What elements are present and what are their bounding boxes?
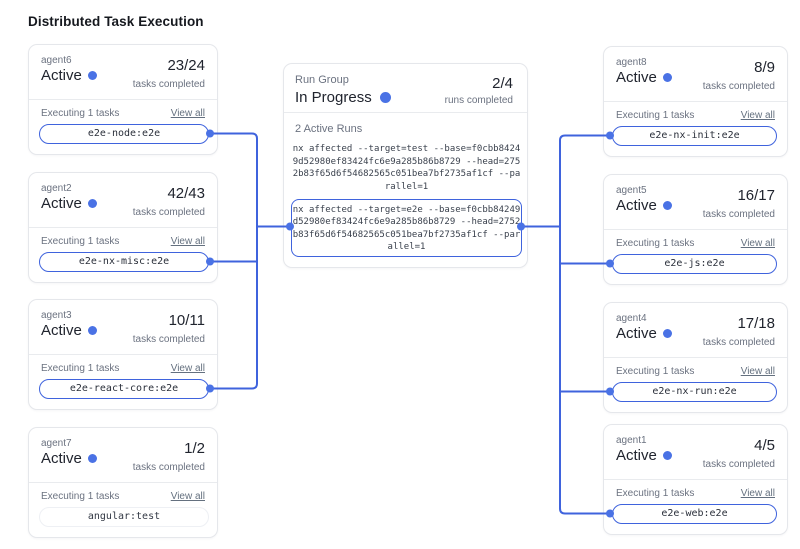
run-group-card: Run Group In Progress 2/4 runs completed… [283, 63, 528, 268]
tasks-count-caption: tasks completed [132, 462, 205, 473]
card-divider [604, 357, 787, 358]
view-all-link[interactable]: View all [740, 366, 775, 377]
executing-label: Executing 1 tasks [41, 491, 120, 502]
view-all-link[interactable]: View all [740, 110, 775, 121]
executing-label: Executing 1 tasks [41, 108, 120, 119]
tasks-count: 17/18 [737, 315, 775, 332]
run-command-e2e-highlighted[interactable]: nx affected --target=e2e --base=f0cbb842… [291, 199, 522, 257]
active-runs-label: 2 Active Runs [295, 123, 363, 135]
agent-name: agent8 [616, 57, 647, 68]
active-status-dot-icon [87, 198, 97, 208]
tasks-count: 23/24 [167, 57, 205, 74]
active-status-dot-icon [662, 72, 672, 82]
agent-card-agent5: agent5 Active 16/17 tasks completed Exec… [603, 174, 788, 285]
runs-count-caption: runs completed [444, 95, 513, 106]
agent-status: Active [616, 69, 672, 86]
runs-count: 2/4 [492, 75, 513, 92]
card-divider [29, 99, 217, 100]
tasks-count: 8/9 [754, 59, 775, 76]
card-divider [29, 354, 217, 355]
in-progress-status-dot-icon [379, 91, 391, 103]
run-command-test[interactable]: nx affected --target=test --base=f0cbb84… [292, 144, 521, 192]
agent-name: agent3 [41, 310, 72, 321]
tasks-count-caption: tasks completed [702, 81, 775, 92]
view-all-link[interactable]: View all [170, 108, 205, 119]
view-all-link[interactable]: View all [170, 491, 205, 502]
task-pill[interactable]: e2e-nx-init:e2e [612, 126, 777, 146]
card-divider [604, 101, 787, 102]
tasks-count: 16/17 [737, 187, 775, 204]
active-status-dot-icon [662, 200, 672, 210]
agent-status: Active [616, 447, 672, 464]
agent-card-agent2: agent2 Active 42/43 tasks completed Exec… [28, 172, 218, 283]
tasks-count-caption: tasks completed [132, 79, 205, 90]
run-group-label: Run Group [295, 74, 349, 86]
task-pill[interactable]: e2e-nx-misc:e2e [39, 252, 209, 272]
agent-card-agent4: agent4 Active 17/18 tasks completed Exec… [603, 302, 788, 413]
agent-name: agent7 [41, 438, 72, 449]
agent-status: Active [41, 450, 97, 467]
view-all-link[interactable]: View all [170, 236, 205, 247]
agent-card-agent8: agent8 Active 8/9 tasks completed Execut… [603, 46, 788, 157]
executing-label: Executing 1 tasks [616, 110, 695, 121]
tasks-count: 4/5 [754, 437, 775, 454]
executing-label: Executing 1 tasks [616, 488, 695, 499]
executing-label: Executing 1 tasks [41, 236, 120, 247]
executing-label: Executing 1 tasks [616, 366, 695, 377]
task-pill[interactable]: e2e-nx-run:e2e [612, 382, 777, 402]
card-divider [29, 482, 217, 483]
card-divider [284, 112, 527, 113]
agent-card-agent7: agent7 Active 1/2 tasks completed Execut… [28, 427, 218, 538]
executing-label: Executing 1 tasks [616, 238, 695, 249]
card-divider [29, 227, 217, 228]
run-group-status: In Progress [295, 89, 391, 106]
card-divider [604, 229, 787, 230]
agent-card-agent1: agent1 Active 4/5 tasks completed Execut… [603, 424, 788, 535]
agent-status: Active [616, 325, 672, 342]
tasks-count-caption: tasks completed [702, 459, 775, 470]
view-all-link[interactable]: View all [170, 363, 205, 374]
task-pill[interactable]: e2e-web:e2e [612, 504, 777, 524]
task-pill[interactable]: angular:test [39, 507, 209, 527]
tasks-count: 1/2 [184, 440, 205, 457]
agent-status: Active [41, 195, 97, 212]
tasks-count: 42/43 [167, 185, 205, 202]
agent-name: agent4 [616, 313, 647, 324]
agent-name: agent5 [616, 185, 647, 196]
active-status-dot-icon [87, 70, 97, 80]
active-status-dot-icon [87, 453, 97, 463]
agent-status: Active [41, 322, 97, 339]
agent-status: Active [616, 197, 672, 214]
tasks-count-caption: tasks completed [702, 209, 775, 220]
task-pill[interactable]: e2e-node:e2e [39, 124, 209, 144]
agent-name: agent2 [41, 183, 72, 194]
view-all-link[interactable]: View all [740, 488, 775, 499]
task-pill[interactable]: e2e-react-core:e2e [39, 379, 209, 399]
agent-card-agent6: agent6 Active 23/24 tasks completed Exec… [28, 44, 218, 155]
card-divider [604, 479, 787, 480]
page-title: Distributed Task Execution [28, 14, 204, 29]
tasks-count: 10/11 [168, 312, 205, 329]
task-pill[interactable]: e2e-js:e2e [612, 254, 777, 274]
agent-name: agent1 [616, 435, 647, 446]
active-status-dot-icon [662, 450, 672, 460]
view-all-link[interactable]: View all [740, 238, 775, 249]
tasks-count-caption: tasks completed [132, 207, 205, 218]
active-status-dot-icon [662, 328, 672, 338]
agent-status: Active [41, 67, 97, 84]
agent-name: agent6 [41, 55, 72, 66]
tasks-count-caption: tasks completed [702, 337, 775, 348]
tasks-count-caption: tasks completed [132, 334, 205, 345]
active-status-dot-icon [87, 325, 97, 335]
executing-label: Executing 1 tasks [41, 363, 120, 374]
agent-card-agent3: agent3 Active 10/11 tasks completed Exec… [28, 299, 218, 410]
